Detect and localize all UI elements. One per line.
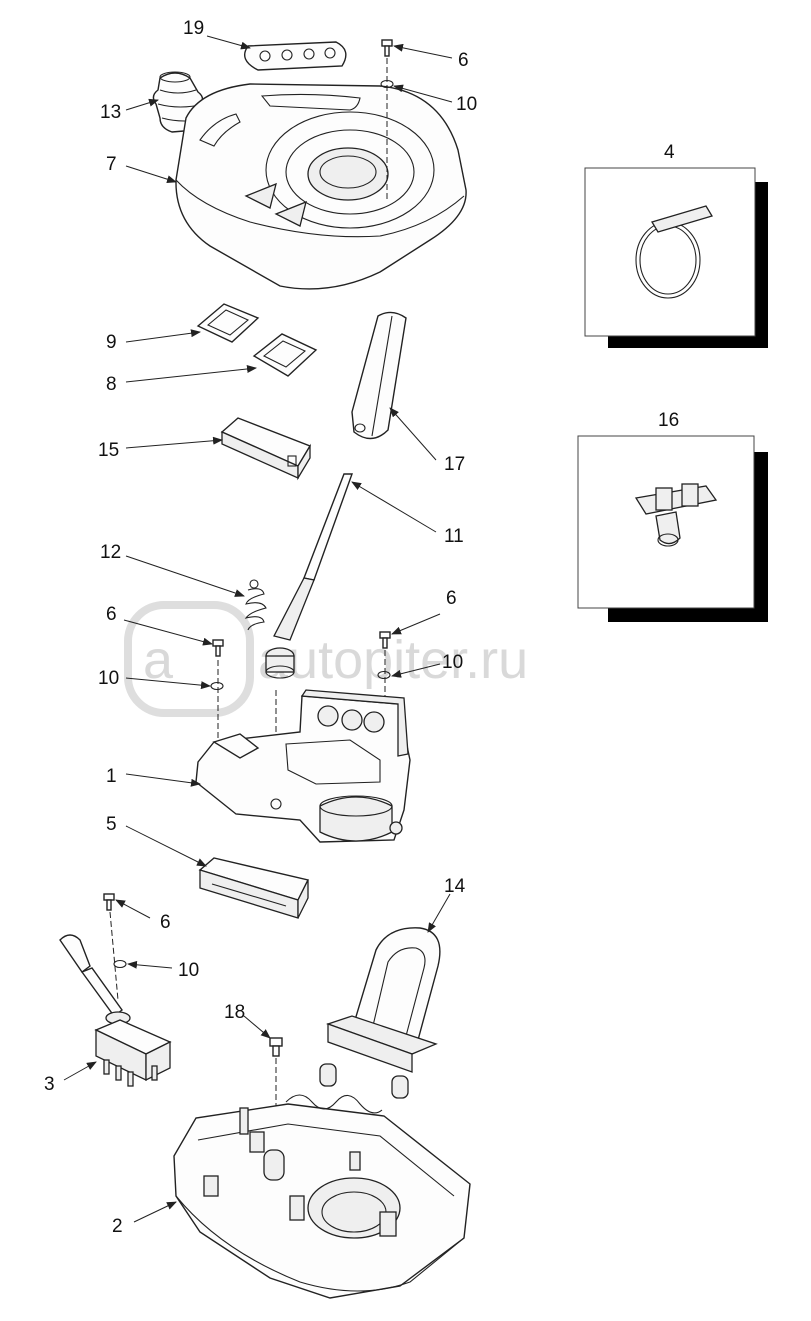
screw-6-top — [381, 39, 393, 57]
callout-labels: 19 6 10 13 7 4 9 8 15 17 11 12 16 6 10 6… — [44, 18, 679, 1237]
screw-6-left — [212, 639, 224, 657]
leader-lines — [63, 35, 453, 1223]
screw-6-lower — [103, 893, 115, 911]
callout-14: 14 — [444, 876, 466, 897]
watermark: a autopiter.ru — [124, 601, 528, 717]
callout-17: 17 — [444, 454, 465, 475]
callout-10-top: 10 — [456, 94, 477, 115]
part-19-label-strip — [244, 41, 347, 71]
part-3-toggle-switch — [59, 934, 172, 1087]
callout-9: 9 — [106, 332, 117, 353]
part-8-pad — [252, 333, 318, 377]
callout-3: 3 — [44, 1074, 55, 1095]
callout-10-right: 10 — [442, 652, 463, 673]
part-15-block — [220, 417, 312, 481]
callout-7: 7 — [106, 154, 117, 175]
callout-12: 12 — [100, 542, 121, 563]
callout-18: 18 — [224, 1002, 245, 1023]
part-11-lever-shaft — [265, 473, 353, 679]
washer-10-lower — [113, 959, 127, 969]
callout-10-left: 10 — [98, 668, 119, 689]
part-14-bracket — [319, 927, 441, 1099]
callout-4: 4 — [664, 142, 675, 163]
callout-19: 19 — [183, 18, 204, 39]
part-12-spring — [244, 579, 267, 631]
callout-10-lower: 10 — [178, 960, 199, 981]
part-18-screw — [269, 1037, 283, 1057]
part-5-module — [198, 857, 310, 919]
part-17-knob — [351, 311, 407, 440]
part-7-top-cover — [175, 83, 467, 290]
callout-6-top: 6 — [458, 50, 469, 71]
callout-1: 1 — [106, 766, 117, 787]
washer-10-left — [210, 681, 224, 691]
callout-6-left: 6 — [106, 604, 117, 625]
washer-10-right — [377, 670, 391, 680]
callout-16: 16 — [658, 410, 679, 431]
part-1-base-plate — [195, 689, 411, 843]
callout-8: 8 — [106, 374, 117, 395]
callout-6-lower: 6 — [160, 912, 171, 933]
callout-2: 2 — [112, 1216, 123, 1237]
part-4-hose-clamp-card — [584, 167, 768, 348]
part-2-base-housing — [173, 1094, 471, 1299]
part-9-pad — [196, 303, 260, 343]
screw-6-right — [379, 631, 391, 649]
callout-6-right: 6 — [446, 588, 457, 609]
callout-11: 11 — [444, 526, 464, 547]
watermark-text: autopiter.ru — [258, 630, 528, 690]
callout-5: 5 — [106, 814, 117, 835]
callout-15: 15 — [98, 440, 119, 461]
part-16-cable-clip-card — [577, 435, 768, 622]
callout-13: 13 — [100, 102, 121, 123]
